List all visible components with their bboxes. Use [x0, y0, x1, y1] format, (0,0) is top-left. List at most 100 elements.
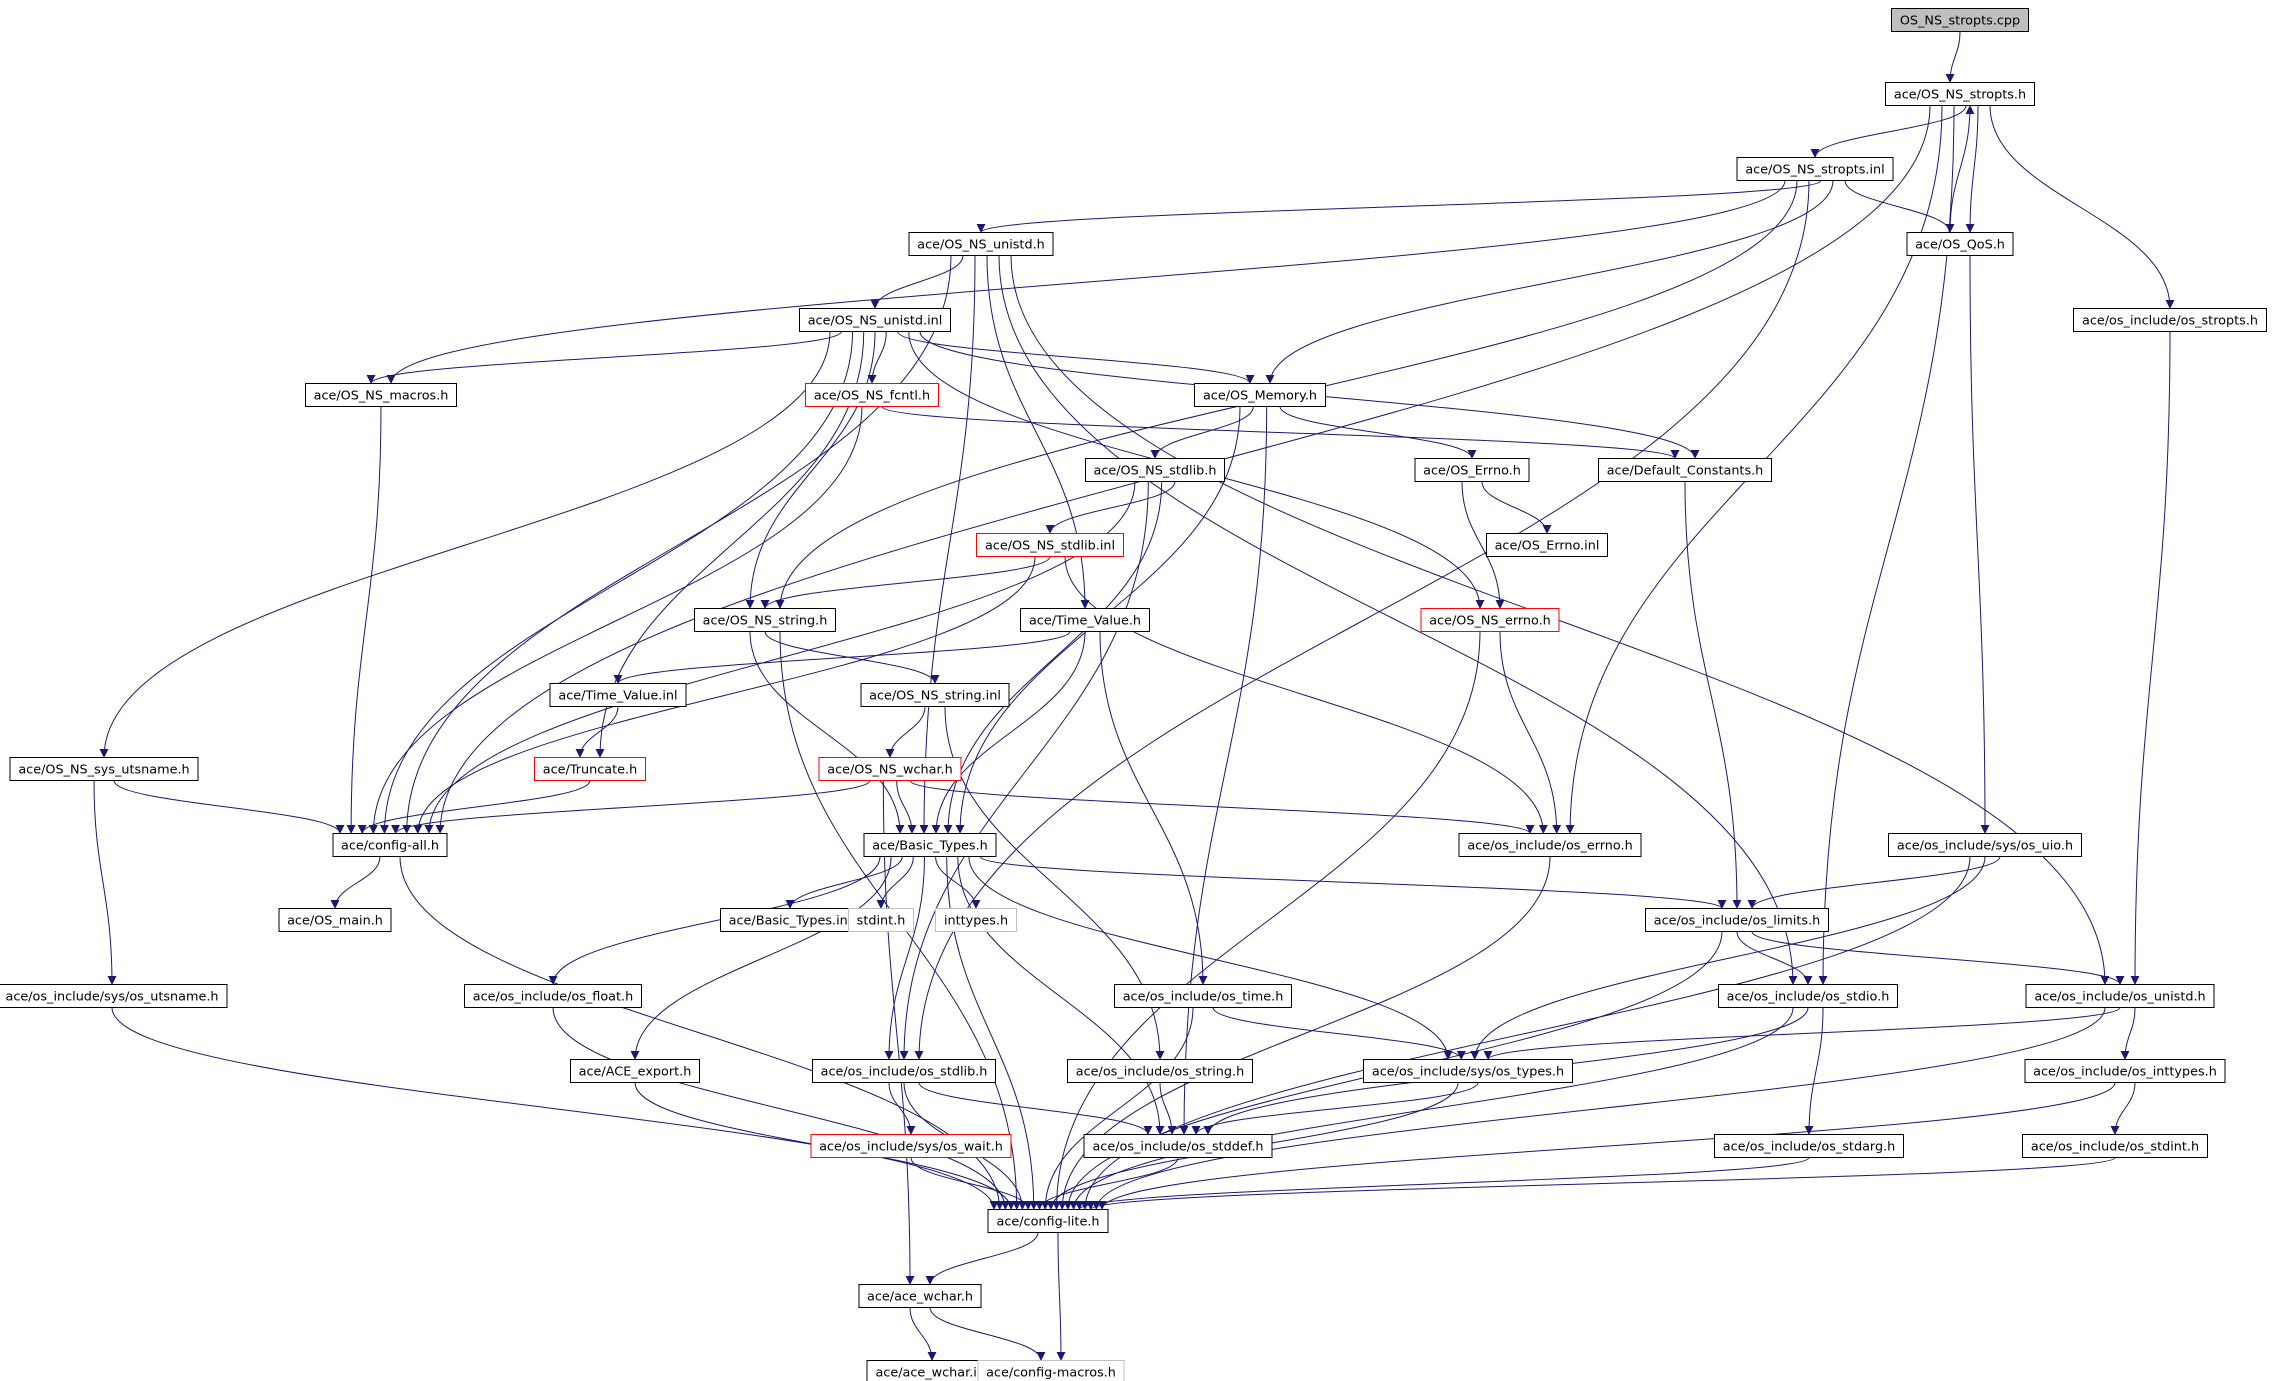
node-label: inttypes.h [944, 914, 1008, 929]
graph-node[interactable]: ace/OS_NS_stdlib.inl [976, 533, 1124, 557]
graph-node[interactable]: ace/os_include/os_time.h [1114, 984, 1292, 1008]
node-box [1194, 383, 1326, 407]
graph-node[interactable]: ace/Basic_Types.h [863, 833, 997, 857]
node-box [976, 533, 1124, 557]
edge-n46-to-n47 [925, 1232, 1039, 1285]
graph-node[interactable]: ace/os_include/os_inttypes.h [2024, 1059, 2226, 1083]
graph-node[interactable]: ace/Basic_Types.inl [720, 908, 860, 932]
node-label: ace/OS_NS_stropts.h [1894, 88, 2026, 103]
graph-node[interactable]: ace/OS_NS_wchar.h [818, 757, 962, 781]
edge-n36-to-n41 [2120, 1007, 2136, 1060]
node-label: ace/os_include/os_stddef.h [1092, 1140, 1263, 1155]
edge-n41-to-n46 [1097, 1082, 2116, 1210]
graph-node[interactable]: ace/OS_Memory.h [1194, 383, 1326, 407]
graph-node[interactable]: ace/Time_Value.inl [549, 683, 687, 707]
graph-node[interactable]: ace/os_include/os_stdio.h [1718, 984, 1898, 1008]
node-box [858, 1284, 982, 1308]
node-label: ace/OS_NS_wchar.h [827, 763, 952, 778]
edge-n1-to-n2 [1810, 105, 1967, 158]
graph-node[interactable]: ace/os_include/os_string.h [1067, 1059, 1253, 1083]
edge-n9-to-n43 [1179, 406, 1268, 1135]
edge-n5-to-n35 [998, 255, 1798, 985]
graph-node[interactable]: ace/OS_Errno.h [1414, 458, 1530, 482]
edge-n31-to-n35 [1736, 931, 1813, 985]
edge-n34-to-n46 [1040, 1007, 1194, 1210]
edge-n24-to-n33 [548, 856, 881, 985]
graph-node[interactable]: ace/os_include/os_stdint.h [2022, 1134, 2208, 1158]
graph-node[interactable]: ace/ace_wchar.inl [866, 1360, 998, 1381]
graph-node[interactable]: ace/config-all.h [332, 833, 448, 857]
graph-node[interactable]: ace/os_include/os_stdlib.h [812, 1059, 996, 1083]
node-box [1020, 608, 1150, 632]
node-box [464, 984, 642, 1008]
node-label: ace/OS_NS_errno.h [1429, 614, 1551, 629]
node-box [1906, 232, 2014, 256]
graph-node[interactable]: ace/os_include/os_errno.h [1458, 833, 1642, 857]
graph-node[interactable]: ace/ace_wchar.h [858, 1284, 982, 1308]
graph-node[interactable]: ace/os_include/sys/os_types.h [1363, 1059, 1573, 1083]
node-label: ace/os_include/os_inttypes.h [2033, 1065, 2217, 1080]
graph-node[interactable]: ace/OS_main.h [278, 908, 392, 932]
graph-node[interactable]: ace/OS_NS_macros.h [305, 383, 457, 407]
graph-node[interactable]: ace/OS_NS_stropts.inl [1736, 157, 1894, 181]
graph-node[interactable]: ace/OS_Errno.inl [1486, 533, 1608, 557]
node-box [1888, 833, 2082, 857]
node-box [534, 757, 646, 781]
graph-node[interactable]: ace/Default_Constants.h [1598, 458, 1772, 482]
graph-node[interactable]: ace/Truncate.h [534, 757, 646, 781]
edge-n6-to-n8 [867, 331, 887, 384]
edge-n22-to-n47 [882, 780, 915, 1285]
graph-node[interactable]: ace/OS_NS_unistd.h [908, 232, 1054, 256]
graph-node[interactable]: ace/OS_NS_errno.h [1420, 608, 1560, 632]
graph-node[interactable]: ace/OS_NS_sys_utsname.h [9, 757, 199, 781]
node-label: ace/os_include/os_stdint.h [2031, 1140, 2199, 1155]
graph-node[interactable]: ace/config-lite.h [987, 1209, 1109, 1233]
node-box [1414, 458, 1530, 482]
edge-n47-to-n49 [929, 1307, 1046, 1361]
graph-node: inttypes.h [935, 908, 1017, 932]
node-box [1891, 8, 2029, 32]
node-label: ace/ace_wchar.h [867, 1290, 973, 1305]
graph-node[interactable]: ace/os_include/sys/os_wait.h [810, 1134, 1012, 1158]
edge-n24-to-n40 [968, 856, 1453, 1060]
node-label: ace/Basic_Types.inl [729, 914, 852, 929]
edge-n24-to-n31 [979, 856, 1727, 909]
graph-node[interactable]: ace/OS_NS_string.inl [860, 683, 1010, 707]
graph-node[interactable]: ace/os_include/os_stdarg.h [1714, 1134, 1904, 1158]
graph-node[interactable]: ace/os_include/os_stropts.h [2073, 308, 2267, 332]
node-label: ace/OS_NS_unistd.inl [808, 314, 943, 329]
graph-node[interactable]: ace/Time_Value.h [1020, 608, 1150, 632]
node-label: ace/Time_Value.h [1029, 614, 1141, 629]
node-label: ace/ace_wchar.inl [875, 1366, 988, 1381]
graph-node[interactable]: ace/os_include/os_limits.h [1645, 908, 1829, 932]
edge-n24-to-n29 [876, 856, 914, 909]
edge-n2-to-n5 [976, 180, 1822, 233]
root-node[interactable]: OS_NS_stropts.cpp [1891, 8, 2029, 32]
graph-node[interactable]: ace/OS_NS_fcntl.h [805, 383, 939, 407]
graph-node[interactable]: ace/os_include/os_stddef.h [1083, 1134, 1273, 1158]
node-box [1085, 458, 1225, 482]
graph-node[interactable]: ace/os_include/os_unistd.h [2025, 984, 2215, 1008]
graph-node[interactable]: ace/OS_QoS.h [1906, 232, 2014, 256]
graph-node[interactable]: ace/os_include/sys/os_uio.h [1888, 833, 2082, 857]
graph-node[interactable]: ace/OS_NS_unistd.inl [799, 308, 951, 332]
graph-node[interactable]: ace/os_include/os_float.h [464, 984, 642, 1008]
graph-node[interactable]: ace/OS_NS_stropts.h [1885, 82, 2035, 106]
node-box [1598, 458, 1772, 482]
node-box [2025, 984, 2215, 1008]
graph-node[interactable]: ace/ACE_export.h [570, 1059, 700, 1083]
edge-n41-to-n45 [2110, 1082, 2136, 1135]
graph-node[interactable]: ace/OS_NS_string.h [694, 608, 836, 632]
node-label: ace/ACE_export.h [579, 1065, 692, 1080]
graph-node[interactable]: ace/os_include/sys/os_utsname.h [0, 984, 228, 1008]
edge-n13-to-n25 [1064, 556, 1548, 834]
edge-n6-to-n23 [379, 331, 853, 834]
edge-n8-to-n23 [368, 406, 863, 834]
graph-node[interactable]: ace/OS_NS_stdlib.h [1085, 458, 1225, 482]
node-box [694, 608, 836, 632]
edge-n3-to-n26 [1969, 255, 1990, 834]
edge-n24-to-n28 [785, 856, 903, 909]
edge-n9-to-n10 [1150, 406, 1254, 459]
edge-n36-to-n46 [1091, 1007, 2106, 1210]
